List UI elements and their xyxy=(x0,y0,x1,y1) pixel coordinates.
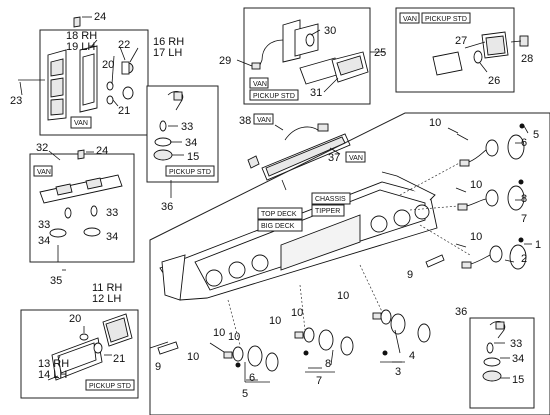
side-marker-group xyxy=(236,7,385,105)
callout-24: 24 xyxy=(94,11,106,23)
callout-5-a: 5 xyxy=(533,129,539,141)
callout-28: 28 xyxy=(521,53,533,65)
tag-chassis: CHASSIS xyxy=(315,196,346,203)
callout-33: 33 xyxy=(181,121,193,133)
rear-lamp-van-group xyxy=(18,16,149,136)
callout-30: 30 xyxy=(324,25,336,37)
callout-29: 29 xyxy=(219,55,231,67)
callout-36-b: 36 xyxy=(455,306,467,318)
callout-7-b: 7 xyxy=(316,375,322,387)
callout-8-a: 8 xyxy=(521,193,527,205)
plate-light-group-c xyxy=(469,317,535,409)
third-brake-light-group xyxy=(247,113,366,191)
callout-9-b: 9 xyxy=(155,361,161,373)
callout-35: 35 xyxy=(50,275,62,287)
callout-1: 1 xyxy=(535,239,541,251)
callout-38: 38 xyxy=(239,115,251,127)
callout-36: 36 xyxy=(161,201,173,213)
callout-20-b: 20 xyxy=(69,313,81,325)
callout-6-b: 6 xyxy=(249,372,255,384)
bumper-frame xyxy=(149,112,550,415)
callout-10-a: 10 xyxy=(429,117,441,129)
callout-10-h: 10 xyxy=(291,307,303,319)
van-tag-box xyxy=(70,116,92,129)
callout-23: 23 xyxy=(10,95,22,107)
callout-11-rh: 11 RH xyxy=(92,282,122,294)
tag-van-3: VAN xyxy=(403,16,417,23)
plate-light-frame-c xyxy=(469,317,535,409)
callout-2: 2 xyxy=(521,253,527,265)
tag-pickup-std-2: PICKUP STD xyxy=(425,16,467,23)
bottom-lamp-row xyxy=(149,309,431,383)
callout-33-d: 33 xyxy=(510,338,522,350)
callout-17-lh: 17 LH xyxy=(153,47,182,59)
callout-22: 22 xyxy=(118,39,130,51)
plate-light-group-b xyxy=(29,149,135,271)
callout-25: 25 xyxy=(374,47,386,59)
callout-10-f: 10 xyxy=(228,331,240,343)
van-tag-box-2 xyxy=(249,77,269,89)
callout-34-c: 34 xyxy=(106,231,118,243)
callout-12-lh: 12 LH xyxy=(92,293,121,305)
tag-pickup-std: PICKUP STD xyxy=(253,93,295,100)
tag-top-deck: TOP DECK xyxy=(261,211,297,218)
callout-33-c: 33 xyxy=(106,207,118,219)
right-lamp-stack xyxy=(447,123,532,270)
callout-34-b: 34 xyxy=(38,235,50,247)
callout-32: 32 xyxy=(36,142,48,154)
callout-3: 3 xyxy=(395,366,401,378)
tag-pickup-std-3: PICKUP STD xyxy=(169,169,211,176)
callout-24-b: 24 xyxy=(96,145,108,157)
callout-4: 4 xyxy=(409,350,415,362)
callout-21-b: 21 xyxy=(113,353,125,365)
callout-33-b: 33 xyxy=(38,219,50,231)
callout-6-a: 6 xyxy=(521,137,527,149)
callout-37: 37 xyxy=(328,152,340,164)
tag-van-5: VAN xyxy=(349,155,363,162)
callout-5-b: 5 xyxy=(242,388,248,400)
callout-27: 27 xyxy=(455,35,467,47)
callout-18-rh: 18 RH xyxy=(66,30,97,42)
callout-34: 34 xyxy=(185,137,197,149)
tag-pickup-std-4: PICKUP STD xyxy=(89,383,131,390)
callout-10-i: 10 xyxy=(337,290,349,302)
callout-13-rh: 13 RH xyxy=(38,358,69,370)
callout-21: 21 xyxy=(118,105,130,117)
tag-van-2: VAN xyxy=(253,81,267,88)
callout-31: 31 xyxy=(310,87,322,99)
callout-10-e: 10 xyxy=(213,327,225,339)
callout-19-lh: 19 LH xyxy=(66,41,95,53)
tag-van-4: VAN xyxy=(257,117,271,124)
callout-20: 20 xyxy=(102,59,114,71)
pickup-tag-box xyxy=(249,89,299,101)
tag-van-6: VAN xyxy=(37,169,51,176)
callout-10-b: 10 xyxy=(470,179,482,191)
plate-light-group-a xyxy=(146,85,219,198)
callout-10-g: 10 xyxy=(269,315,281,327)
tag-tipper: TIPPER xyxy=(315,208,340,215)
callout-7-a: 7 xyxy=(521,213,527,225)
callout-15-b: 15 xyxy=(512,374,524,386)
reverse-light-group xyxy=(395,7,529,93)
callout-14-lh: 14 LH xyxy=(38,369,67,381)
callout-10-d: 10 xyxy=(187,351,199,363)
callout-16-rh: 16 RH xyxy=(153,36,184,48)
callout-10-c: 10 xyxy=(470,231,482,243)
reverse-lamp-group xyxy=(20,309,139,399)
callout-8-b: 8 xyxy=(325,358,331,370)
tag-van: VAN xyxy=(74,120,88,127)
bumper-assembly xyxy=(149,112,550,415)
callout-34-d: 34 xyxy=(512,353,524,365)
callout-9: 9 xyxy=(407,269,413,281)
tag-big-deck: BIG DECK xyxy=(261,223,295,230)
callout-15: 15 xyxy=(187,151,199,163)
callout-26: 26 xyxy=(488,75,500,87)
